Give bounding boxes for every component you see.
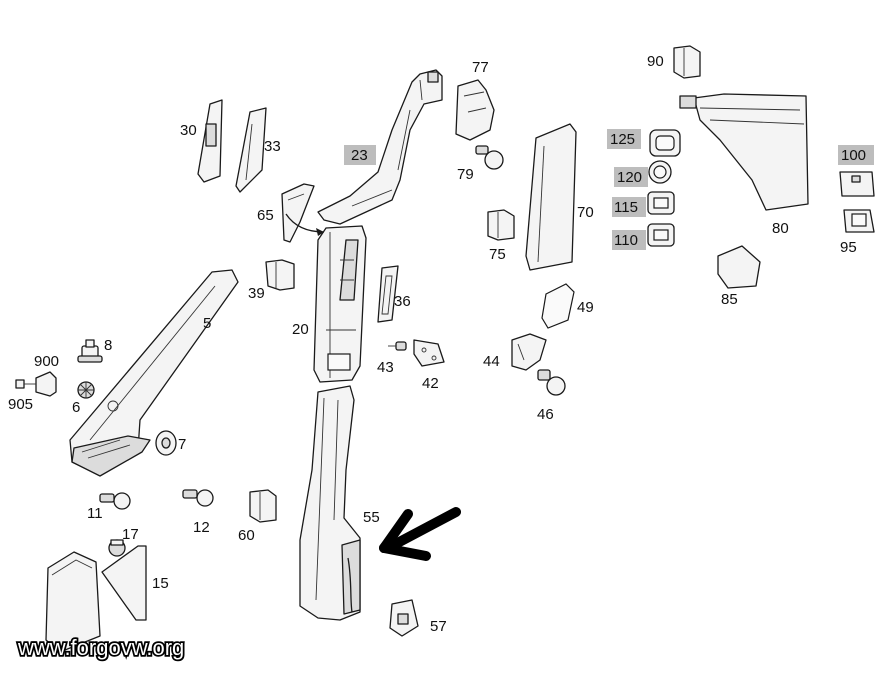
highlight-115 xyxy=(612,197,646,217)
part-120-ring xyxy=(648,160,672,184)
part-44-bracket xyxy=(511,333,547,371)
label-80: 80 xyxy=(772,220,789,237)
part-65-arrow xyxy=(285,213,325,236)
part-80-quarter-trim xyxy=(679,93,809,211)
label-36: 36 xyxy=(394,293,411,310)
part-49-pad xyxy=(541,283,575,329)
part-100-cap xyxy=(839,171,875,197)
part-90-clip xyxy=(673,45,701,79)
label-100: 100 xyxy=(841,147,866,164)
label-12: 12 xyxy=(193,519,210,536)
part-70-c-pillar-trim xyxy=(525,123,577,271)
part-11-screw xyxy=(99,492,131,510)
label-15: 15 xyxy=(152,575,169,592)
part-65-bracket xyxy=(281,183,315,243)
part-75-clip xyxy=(487,209,515,241)
marker-arrow xyxy=(379,507,461,561)
part-39-clip xyxy=(265,259,295,291)
label-70: 70 xyxy=(577,204,594,221)
label-75: 75 xyxy=(489,246,506,263)
label-33: 33 xyxy=(264,138,281,155)
watermark: www.forgovw.org xyxy=(17,635,184,660)
label-44: 44 xyxy=(483,353,500,370)
part-85-cover xyxy=(717,245,761,289)
label-900: 900 xyxy=(34,353,59,370)
part-900-grommet xyxy=(35,371,57,397)
part-57-clip xyxy=(389,599,419,637)
part-95-clip xyxy=(843,209,875,233)
label-49: 49 xyxy=(577,299,594,316)
label-90: 90 xyxy=(647,53,664,70)
label-8: 8 xyxy=(104,337,112,354)
part-6-star-clip xyxy=(77,381,95,399)
label-20: 20 xyxy=(292,321,309,338)
part-115-seal xyxy=(647,191,675,215)
part-7-round-clip xyxy=(155,430,177,456)
label-85: 85 xyxy=(721,291,738,308)
part-79-screw xyxy=(475,145,504,170)
label-46: 46 xyxy=(537,406,554,423)
part-20-b-pillar-upper xyxy=(313,225,367,383)
part-60-clip xyxy=(249,489,277,523)
part-30-trim xyxy=(197,99,223,183)
highlight-100 xyxy=(838,145,874,165)
label-6: 6 xyxy=(72,399,80,416)
label-55: 55 xyxy=(363,509,380,526)
part-42-bracket xyxy=(413,339,445,367)
label-115: 115 xyxy=(614,199,638,216)
label-30: 30 xyxy=(180,122,197,139)
label-77: 77 xyxy=(472,59,489,76)
label-57: 57 xyxy=(430,618,447,635)
part-77-bracket xyxy=(455,79,495,141)
highlight-120 xyxy=(614,167,648,187)
part-23-upper-bracket xyxy=(317,69,443,225)
label-110: 110 xyxy=(614,232,638,249)
label-39: 39 xyxy=(248,285,265,302)
label-905: 905 xyxy=(8,396,33,413)
part-8-clip xyxy=(77,339,103,363)
label-125: 125 xyxy=(610,131,635,148)
part-33-trim xyxy=(235,107,267,193)
part-125-seal xyxy=(649,129,681,157)
part-55-b-pillar-lower xyxy=(299,385,361,621)
label-7: 7 xyxy=(178,436,186,453)
label-120: 120 xyxy=(617,169,642,186)
highlight-23 xyxy=(344,145,376,165)
label-43: 43 xyxy=(377,359,394,376)
part-5-a-pillar-trim xyxy=(69,269,239,477)
part-lower-cover xyxy=(45,551,101,653)
label-23: 23 xyxy=(351,147,368,164)
label-42: 42 xyxy=(422,375,439,392)
label-79: 79 xyxy=(457,166,474,183)
label-65: 65 xyxy=(257,207,274,224)
highlight-110 xyxy=(612,230,646,250)
part-46-screw xyxy=(537,369,566,396)
part-110-seal xyxy=(647,223,675,247)
part-17-clip xyxy=(108,539,126,557)
label-17: 17 xyxy=(122,526,139,543)
label-60: 60 xyxy=(238,527,255,544)
label-5: 5 xyxy=(203,315,211,332)
part-43-screw xyxy=(388,341,407,351)
label-95: 95 xyxy=(840,239,857,256)
part-36-grab-handle xyxy=(377,265,399,323)
part-12-screw xyxy=(182,489,214,507)
label-11: 11 xyxy=(87,505,103,522)
part-905-pin xyxy=(15,379,36,389)
part-15-lower-trim xyxy=(101,545,147,621)
highlight-125 xyxy=(607,129,641,149)
